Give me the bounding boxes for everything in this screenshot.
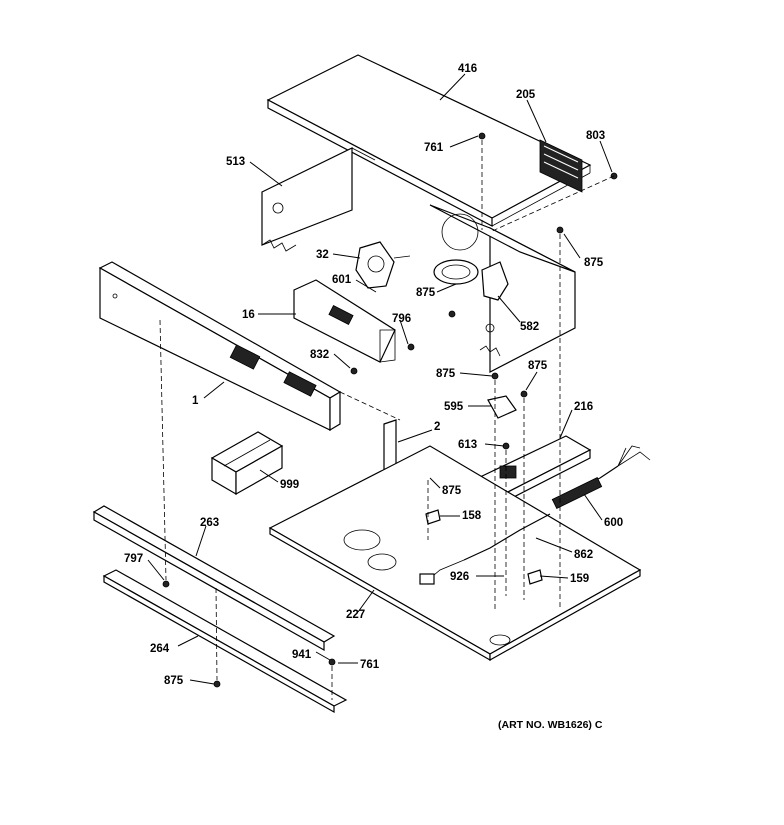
label-159: 159 bbox=[570, 573, 589, 585]
label-158: 158 bbox=[462, 510, 482, 522]
cooling-fan-assembly bbox=[433, 259, 509, 301]
power-cord bbox=[551, 445, 651, 509]
bottom-trim bbox=[102, 569, 348, 714]
convection-fan-motor bbox=[355, 241, 411, 289]
label-216: 216 bbox=[574, 401, 593, 413]
label-16: 16 bbox=[242, 309, 255, 321]
part-labels: 416 205 803 761 513 32 875 601 875 16 79… bbox=[124, 63, 623, 731]
label-999: 999 bbox=[280, 479, 299, 491]
label-601: 601 bbox=[332, 274, 352, 286]
art-number: (ART NO. WB1626) C bbox=[498, 719, 603, 731]
top-panel bbox=[266, 54, 592, 227]
side-panel bbox=[261, 147, 376, 252]
label-797: 797 bbox=[124, 553, 143, 565]
wire-harness bbox=[419, 513, 551, 585]
label-926: 926 bbox=[450, 571, 469, 583]
label-761-bottom: 761 bbox=[360, 659, 380, 671]
label-875-f: 875 bbox=[164, 675, 184, 687]
label-875-c: 875 bbox=[436, 368, 456, 380]
bracket bbox=[487, 395, 517, 419]
label-875-b: 875 bbox=[416, 287, 436, 299]
control-panel bbox=[98, 261, 342, 432]
label-264: 264 bbox=[150, 643, 170, 655]
label-862: 862 bbox=[574, 549, 593, 561]
label-1: 1 bbox=[192, 395, 199, 407]
label-582: 582 bbox=[520, 321, 539, 333]
label-875-d: 875 bbox=[528, 360, 548, 372]
label-761-top: 761 bbox=[424, 142, 444, 154]
label-416: 416 bbox=[458, 63, 477, 75]
label-2: 2 bbox=[434, 421, 440, 433]
label-263: 263 bbox=[200, 517, 219, 529]
leader-lines bbox=[147, 73, 613, 685]
label-595: 595 bbox=[444, 401, 464, 413]
oven-body-shell bbox=[429, 204, 576, 373]
wire-clips bbox=[425, 509, 543, 585]
oven-bottom-panel bbox=[268, 445, 642, 662]
label-513: 513 bbox=[226, 156, 245, 168]
label-875-a: 875 bbox=[584, 257, 604, 269]
label-875-e: 875 bbox=[442, 485, 462, 497]
rear-vent-grille bbox=[539, 139, 583, 193]
label-832: 832 bbox=[310, 349, 329, 361]
label-32: 32 bbox=[316, 249, 329, 261]
electronic-control-board bbox=[293, 279, 396, 363]
label-205: 205 bbox=[516, 89, 536, 101]
parts-kit-box bbox=[210, 431, 284, 496]
label-796: 796 bbox=[392, 313, 411, 325]
label-227: 227 bbox=[346, 609, 365, 621]
lower-trim-strip bbox=[92, 505, 336, 652]
label-941: 941 bbox=[292, 649, 312, 661]
label-600: 600 bbox=[604, 517, 623, 529]
label-803: 803 bbox=[586, 130, 605, 142]
label-613: 613 bbox=[458, 439, 477, 451]
